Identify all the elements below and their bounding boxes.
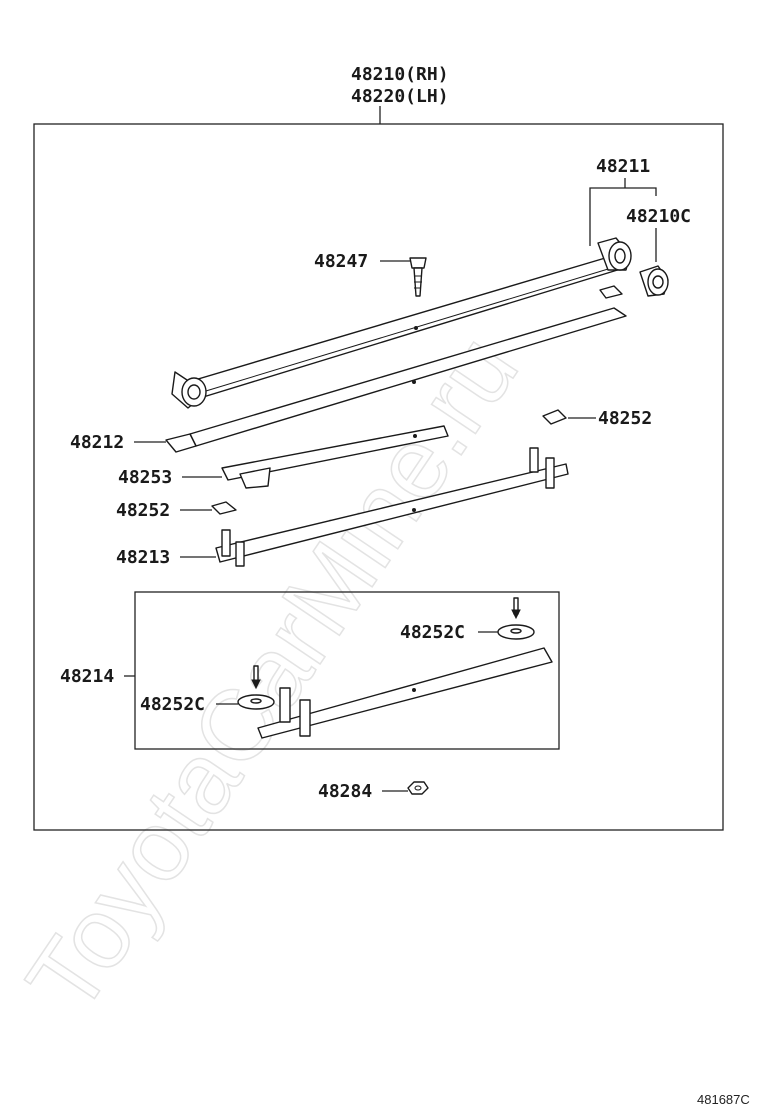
label-48210-rh: 48210(RH) — [351, 64, 449, 85]
label-48214: 48214 — [60, 666, 114, 687]
front-eye-bushing — [171, 371, 207, 409]
label-48212: 48212 — [70, 432, 124, 453]
insulator-48252-right — [542, 409, 567, 425]
label-48252c-right: 48252C — [400, 622, 465, 643]
label-48213: 48213 — [116, 547, 170, 568]
main-leaf-48211 — [171, 237, 632, 409]
label-48253: 48253 — [118, 467, 172, 488]
label-48247: 48247 — [314, 251, 368, 272]
figure-id: 481687C — [697, 1092, 750, 1107]
label-48211: 48211 — [596, 156, 650, 177]
leaf-48213 — [215, 447, 569, 567]
rear-eye-bushing — [597, 237, 632, 271]
rivet-washer-48252c-right — [497, 597, 535, 640]
leader-lines — [124, 106, 657, 792]
assembly-frame — [33, 123, 724, 831]
insulator-top — [599, 285, 623, 299]
label-48284: 48284 — [318, 781, 372, 802]
leaf-48212 — [165, 307, 627, 453]
helper-leaf-frame — [134, 591, 560, 750]
rivet-washer-48252c-left — [237, 665, 275, 710]
leaf-48253 — [221, 425, 449, 489]
label-48252c-left: 48252C — [140, 694, 205, 715]
label-48220-lh: 48220(LH) — [351, 86, 449, 107]
label-48210c: 48210C — [626, 206, 691, 227]
center-bolt-48247 — [409, 257, 427, 297]
nut-48284 — [407, 781, 429, 795]
insulator-48252-left — [211, 501, 237, 515]
helper-leaf-48214 — [257, 647, 553, 739]
bushing-48210c — [639, 265, 669, 297]
label-48252-right: 48252 — [598, 408, 652, 429]
label-48252-left: 48252 — [116, 500, 170, 521]
